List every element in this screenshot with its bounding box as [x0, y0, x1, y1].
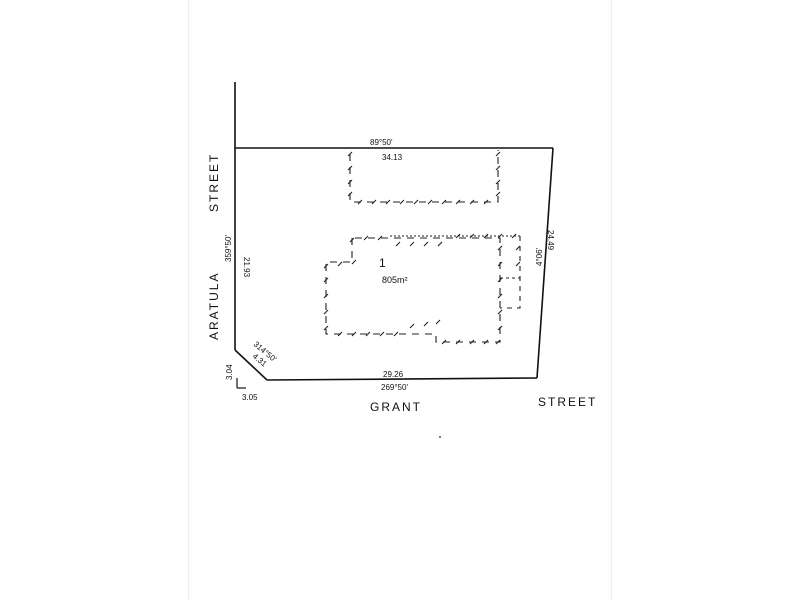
stray-mark	[439, 436, 441, 438]
north-bearing: 89°50'	[370, 138, 393, 147]
dwelling-ticks	[323, 233, 521, 345]
south-boundary	[266, 377, 538, 381]
property-boundary	[234, 82, 554, 381]
corner-left-offset: 3.04	[225, 364, 234, 380]
lot-number: 1	[379, 256, 386, 270]
grant-label: GRANT	[370, 400, 422, 414]
corner-truncation	[234, 349, 268, 381]
south-length: 29.26	[383, 370, 404, 379]
corner-bottom-offset: 3.05	[242, 393, 258, 402]
dwelling-outline	[323, 233, 521, 345]
east-bearing: 4°06'	[535, 247, 544, 266]
upper-structure-outline	[347, 150, 501, 205]
upper-structure-ticks	[347, 151, 501, 205]
page-edge-right	[611, 0, 612, 600]
east-boundary	[536, 147, 554, 379]
east-length: 24.49	[546, 230, 555, 251]
aratula-label: ARATULA	[207, 272, 221, 340]
lot-area: 805m²	[382, 275, 408, 285]
west-length: 21.93	[242, 257, 251, 278]
west-bearing: 359°50'	[224, 235, 233, 262]
corner-ticks	[236, 378, 246, 389]
survey-plan-page	[188, 0, 612, 600]
south-bearing: 269°50'	[381, 383, 408, 392]
grant-street-label: STREET	[538, 395, 597, 409]
page-edge-left	[188, 0, 189, 600]
aratula-street-upper-label: STREET	[207, 153, 221, 212]
north-length: 34.13	[382, 153, 403, 162]
